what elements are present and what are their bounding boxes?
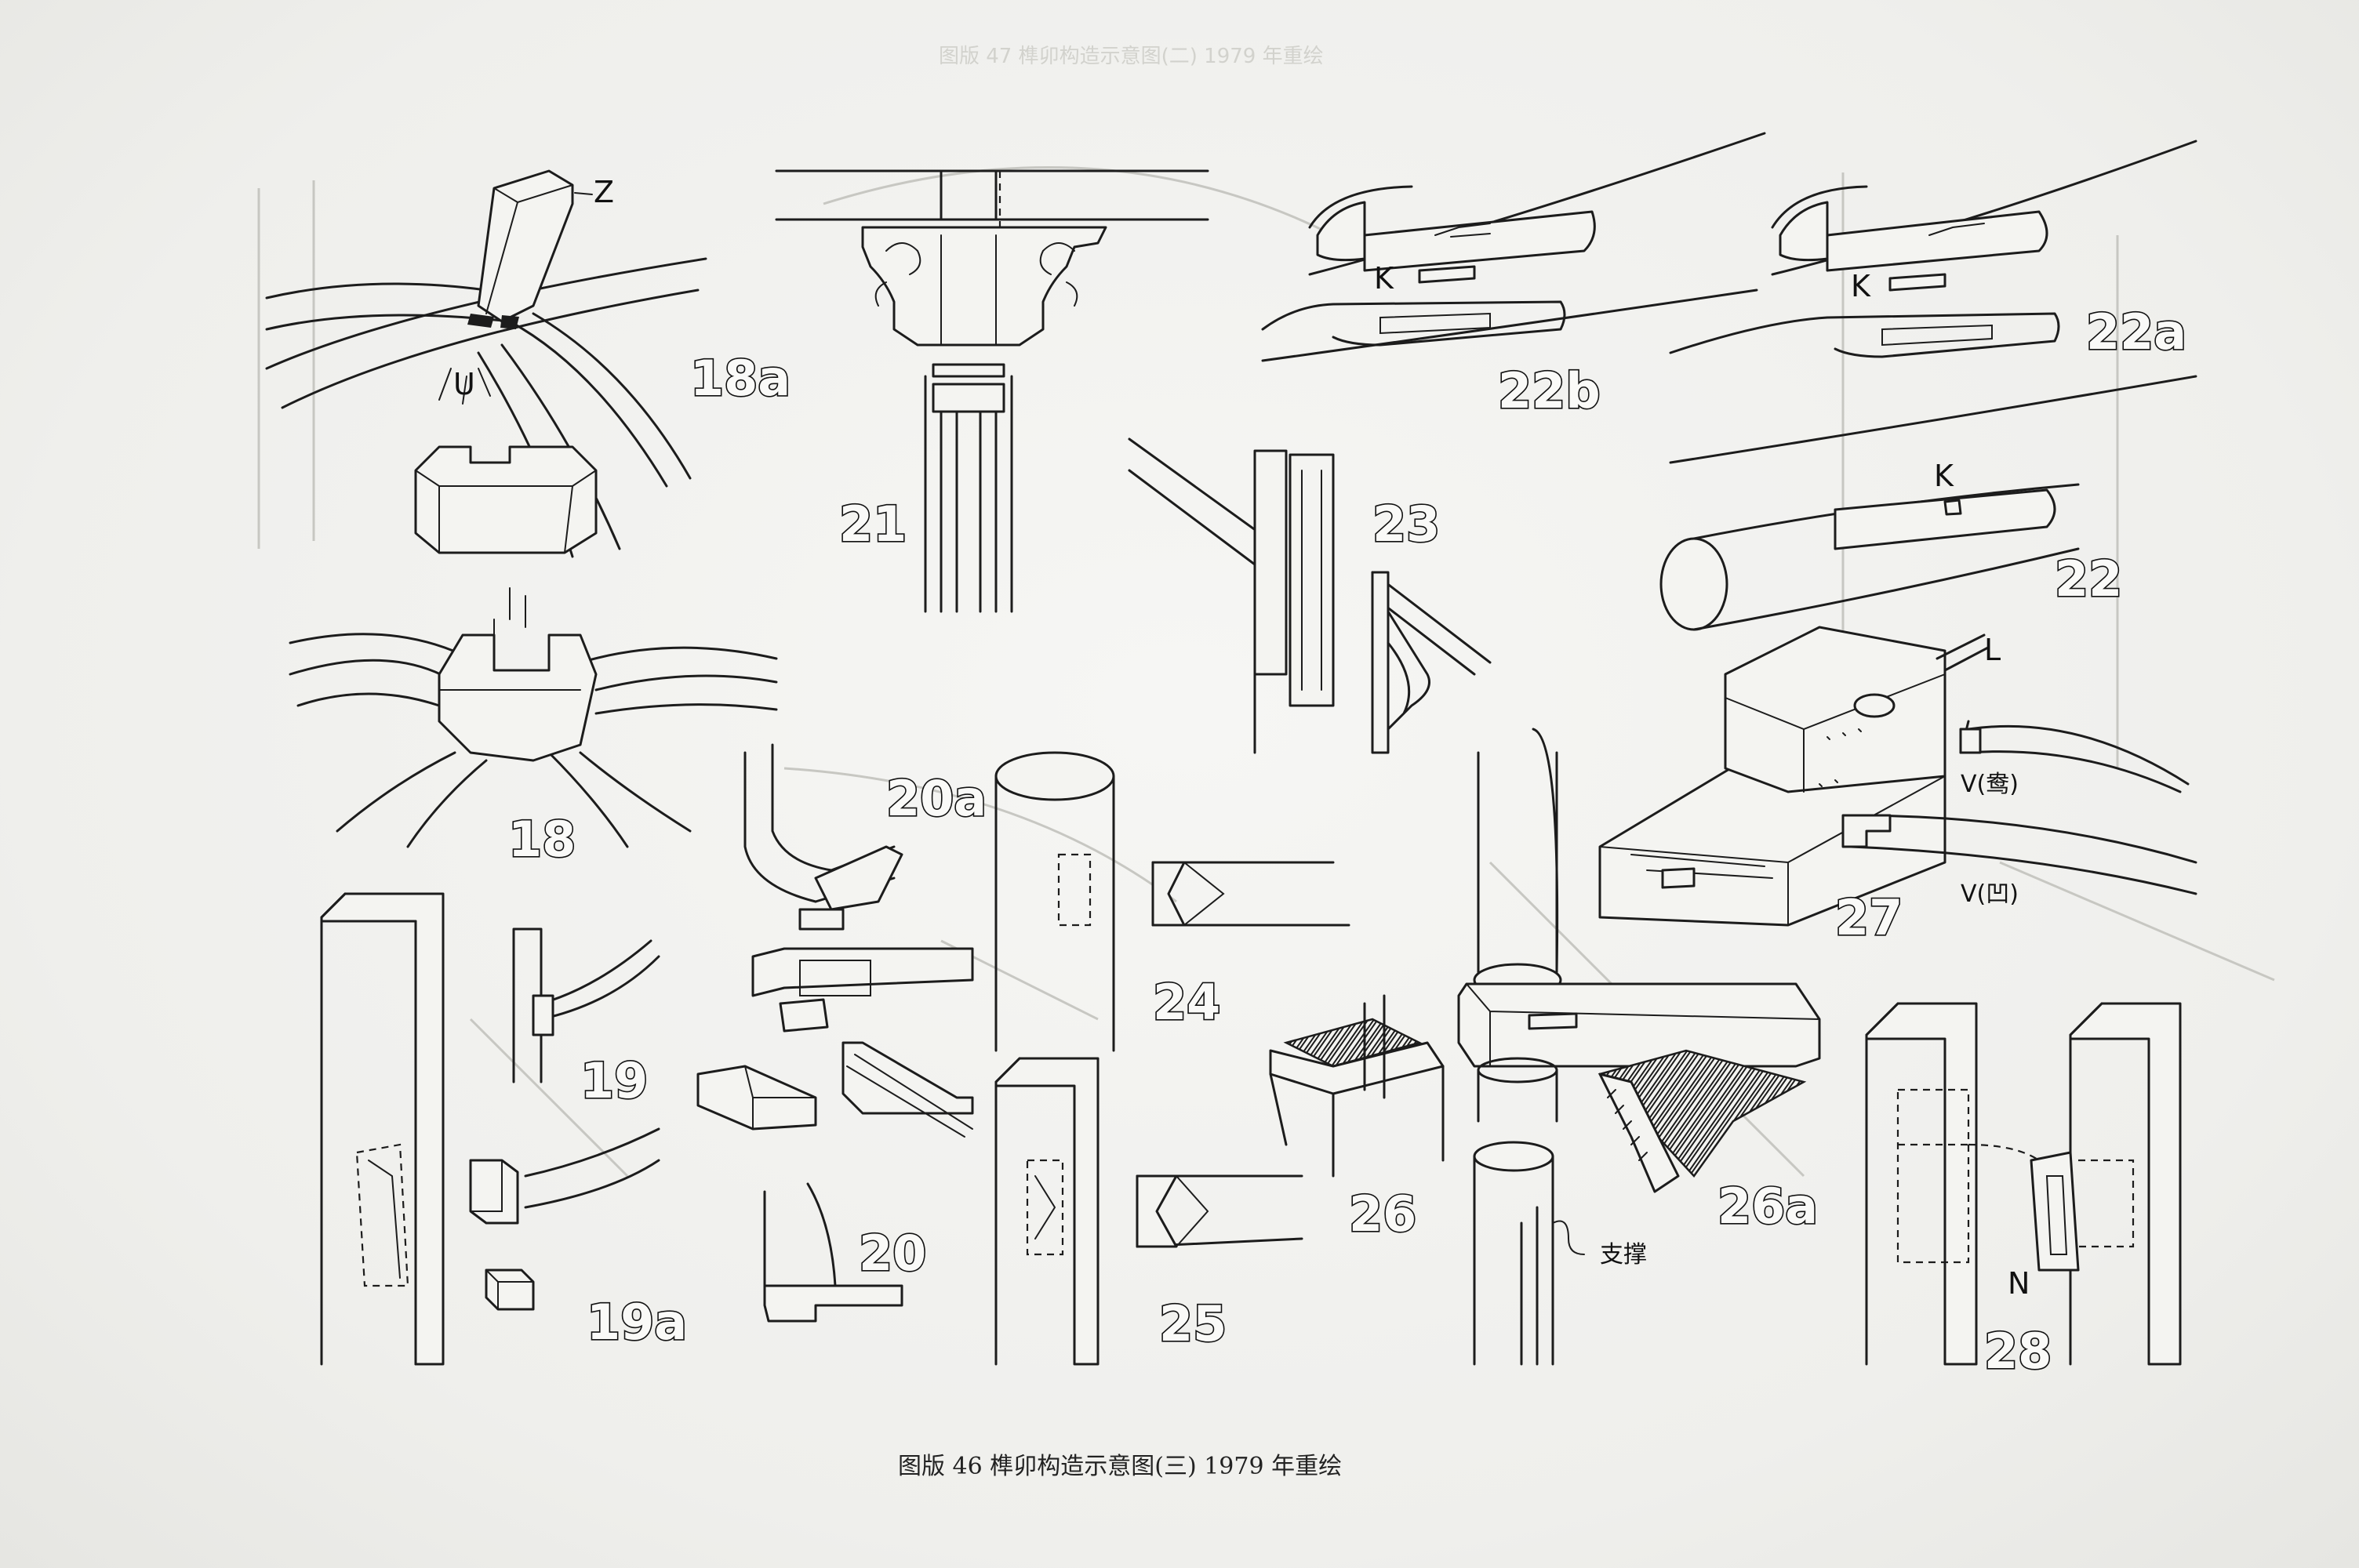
figure-18: 18 bbox=[289, 587, 778, 869]
figure-number-20a: 20a bbox=[886, 770, 987, 827]
figure-number-22a: 22a bbox=[2086, 303, 2186, 361]
figure-26a: 支撑 26a bbox=[1457, 728, 1821, 1366]
plate-caption: 图版 46 榫卯构造示意图(三) 1979 年重绘 bbox=[898, 1453, 1342, 1480]
label-v1: V(鸯) bbox=[1961, 771, 2019, 798]
figure-18a: Z U 18a bbox=[265, 169, 792, 558]
figure-number-21: 21 bbox=[839, 495, 907, 553]
label-n: N bbox=[2008, 1266, 2030, 1301]
label-z: Z bbox=[594, 175, 614, 209]
figure-number-18a: 18a bbox=[690, 350, 791, 407]
header-bleed-text: 图版 47 榫卯构造示意图(二) 1979 年重绘 bbox=[939, 45, 1324, 68]
figure-20a: 20a bbox=[743, 743, 988, 1033]
label-k2: K bbox=[1851, 269, 1871, 303]
label-u: U bbox=[453, 367, 475, 401]
figure-number-20: 20 bbox=[859, 1225, 926, 1282]
figure-22b: K 22b bbox=[1261, 132, 1766, 421]
figure-22: K 22 bbox=[1659, 375, 2197, 631]
figure-number-19: 19 bbox=[580, 1052, 648, 1109]
label-zhicheng: 支撑 bbox=[1600, 1241, 1647, 1269]
figure-25: 25 bbox=[994, 1057, 1303, 1366]
figure-number-18: 18 bbox=[508, 811, 576, 868]
label-v2: V(凹) bbox=[1961, 880, 2019, 908]
label-k3: K bbox=[1934, 459, 1954, 493]
figure-24: 24 bbox=[994, 751, 1350, 1052]
figure-number-26: 26 bbox=[1349, 1185, 1416, 1243]
label-l: L bbox=[1984, 633, 2001, 667]
figure-27: L V(鸯) V(凹) 27 bbox=[1598, 626, 2197, 948]
figure-21: 21 bbox=[775, 169, 1209, 613]
figure-number-24: 24 bbox=[1153, 974, 1220, 1031]
figure-number-25: 25 bbox=[1159, 1295, 1227, 1352]
figure-20: 20 bbox=[696, 1041, 974, 1323]
figure-number-23: 23 bbox=[1372, 495, 1440, 553]
figure-number-22b: 22b bbox=[1498, 362, 1601, 419]
figure-number-19a: 19a bbox=[587, 1294, 687, 1351]
label-k1: K bbox=[1374, 261, 1394, 296]
figure-number-26a: 26a bbox=[1717, 1178, 1818, 1235]
figure-number-22: 22 bbox=[2055, 550, 2122, 608]
figure-number-28: 28 bbox=[1984, 1323, 2052, 1380]
figure-28: N 28 bbox=[1865, 1002, 2182, 1381]
figure-number-27: 27 bbox=[1835, 889, 1903, 946]
figure-19a: 19a bbox=[320, 892, 689, 1366]
figure-23: 23 bbox=[1128, 437, 1492, 754]
figure-22a: K 22a bbox=[1669, 140, 2197, 362]
figure-19: 19 bbox=[469, 927, 660, 1225]
figure-26: 26 bbox=[1269, 994, 1445, 1244]
